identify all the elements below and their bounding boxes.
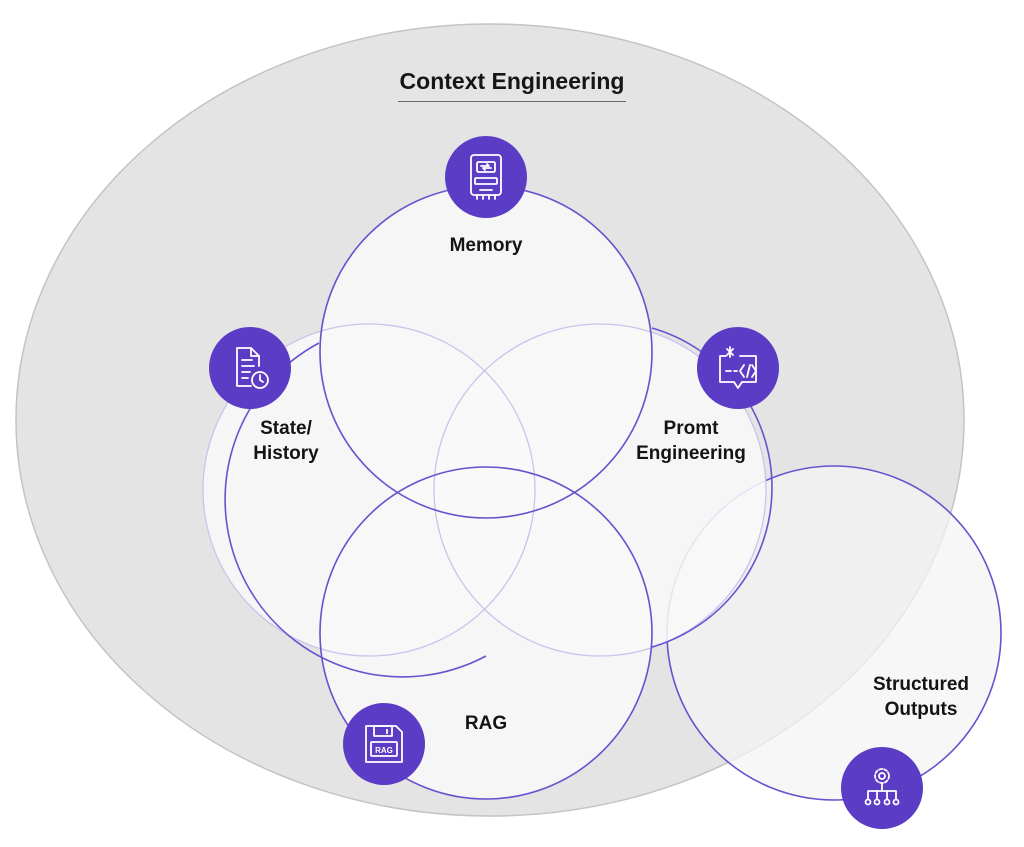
document-clock-icon: [209, 327, 291, 409]
memory-label: Memory: [449, 235, 523, 256]
memory-circle: [320, 186, 652, 518]
rag-icon-text: RAG: [375, 746, 393, 755]
structured-outputs-label: Structured Outputs: [872, 674, 970, 720]
state-history-label: State/ History: [253, 418, 319, 464]
code-chat-icon: [697, 327, 779, 409]
memory-chip-icon: [445, 136, 527, 218]
rag-label: RAG: [464, 713, 508, 734]
diagram-title-wrap: Context Engineering: [0, 68, 1024, 102]
prompt-engineering-label: Promt Engineering: [636, 418, 746, 464]
diagram-title: Context Engineering: [397, 68, 627, 102]
floppy-disk-icon: RAG: [343, 703, 425, 785]
gear-hierarchy-icon: [841, 747, 923, 829]
